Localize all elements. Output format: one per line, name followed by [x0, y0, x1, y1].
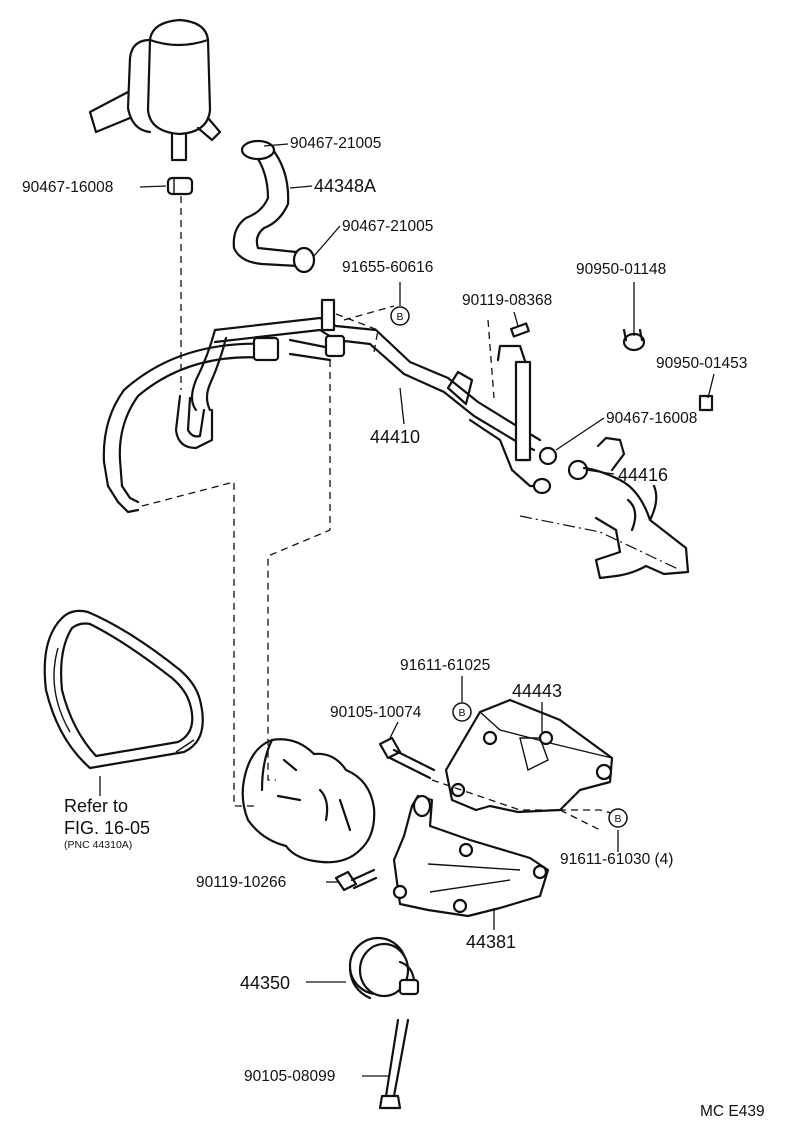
bolts-drawing	[334, 736, 436, 1110]
assembly-lines	[141, 196, 681, 831]
idler-pulley-drawing	[348, 936, 420, 1000]
part-label-p11[interactable]: 44416	[618, 465, 668, 485]
leader-lines	[99, 143, 715, 1077]
bracket-upper-drawing	[444, 698, 614, 814]
steering-gear-drawing	[582, 436, 690, 580]
reference-line-2[interactable]: FIG. 16-05	[64, 818, 150, 838]
part-label-p14[interactable]: 90105-10074	[330, 704, 422, 721]
part-label-p18[interactable]: 44350	[240, 973, 290, 993]
reference-line-3: (PNC 44310A)	[64, 839, 132, 851]
vane-pump-drawing	[241, 738, 376, 864]
part-label-p7[interactable]: 90119-08368	[462, 292, 552, 309]
pressure-hose-drawing	[102, 298, 542, 514]
part-label-p9[interactable]: 90467-16008	[606, 410, 697, 427]
clamp-left-drawing	[166, 176, 194, 196]
part-label-p15[interactable]: 91611-61030 (4)	[560, 851, 673, 868]
figure-code: MC E439	[700, 1103, 765, 1120]
part-label-p2[interactable]: 44348A	[314, 176, 376, 196]
part-label-p3[interactable]: 90467-16008	[22, 179, 113, 196]
part-label-p8[interactable]: 90950-01453	[656, 355, 747, 372]
bracket-lower-drawing	[392, 794, 550, 918]
svg-text:B: B	[458, 707, 465, 719]
return-hose-drawing	[232, 139, 316, 274]
part-label-p5[interactable]: 91655-60616	[342, 259, 433, 276]
marker-b-2: B	[452, 702, 472, 722]
marker-b-1: B	[390, 306, 410, 326]
part-label-p1[interactable]: 90467-21005	[290, 135, 381, 152]
part-label-p17[interactable]: 44381	[466, 932, 516, 952]
svg-text:B: B	[396, 311, 403, 323]
part-label-p16[interactable]: 90119-10266	[196, 874, 286, 891]
part-label-p19[interactable]: 90105-08099	[244, 1068, 335, 1085]
part-label-p10[interactable]: 44410	[370, 427, 420, 447]
part-label-p12[interactable]: 91611-61025	[400, 657, 490, 674]
part-label-p6[interactable]: 90950-01148	[576, 261, 666, 278]
drive-belt-drawing	[43, 609, 204, 770]
marker-b-3: B	[608, 808, 628, 828]
reference-line-1: Refer to	[64, 796, 128, 816]
small-fittings-drawing	[510, 322, 714, 495]
reference-note: Refer to FIG. 16-05 (PNC 44310A)	[64, 796, 150, 851]
reservoir-tank-drawing	[88, 18, 222, 162]
part-label-p13[interactable]: 44443	[512, 681, 562, 701]
svg-text:B: B	[614, 813, 621, 825]
part-label-p4[interactable]: 90467-21005	[342, 218, 433, 235]
